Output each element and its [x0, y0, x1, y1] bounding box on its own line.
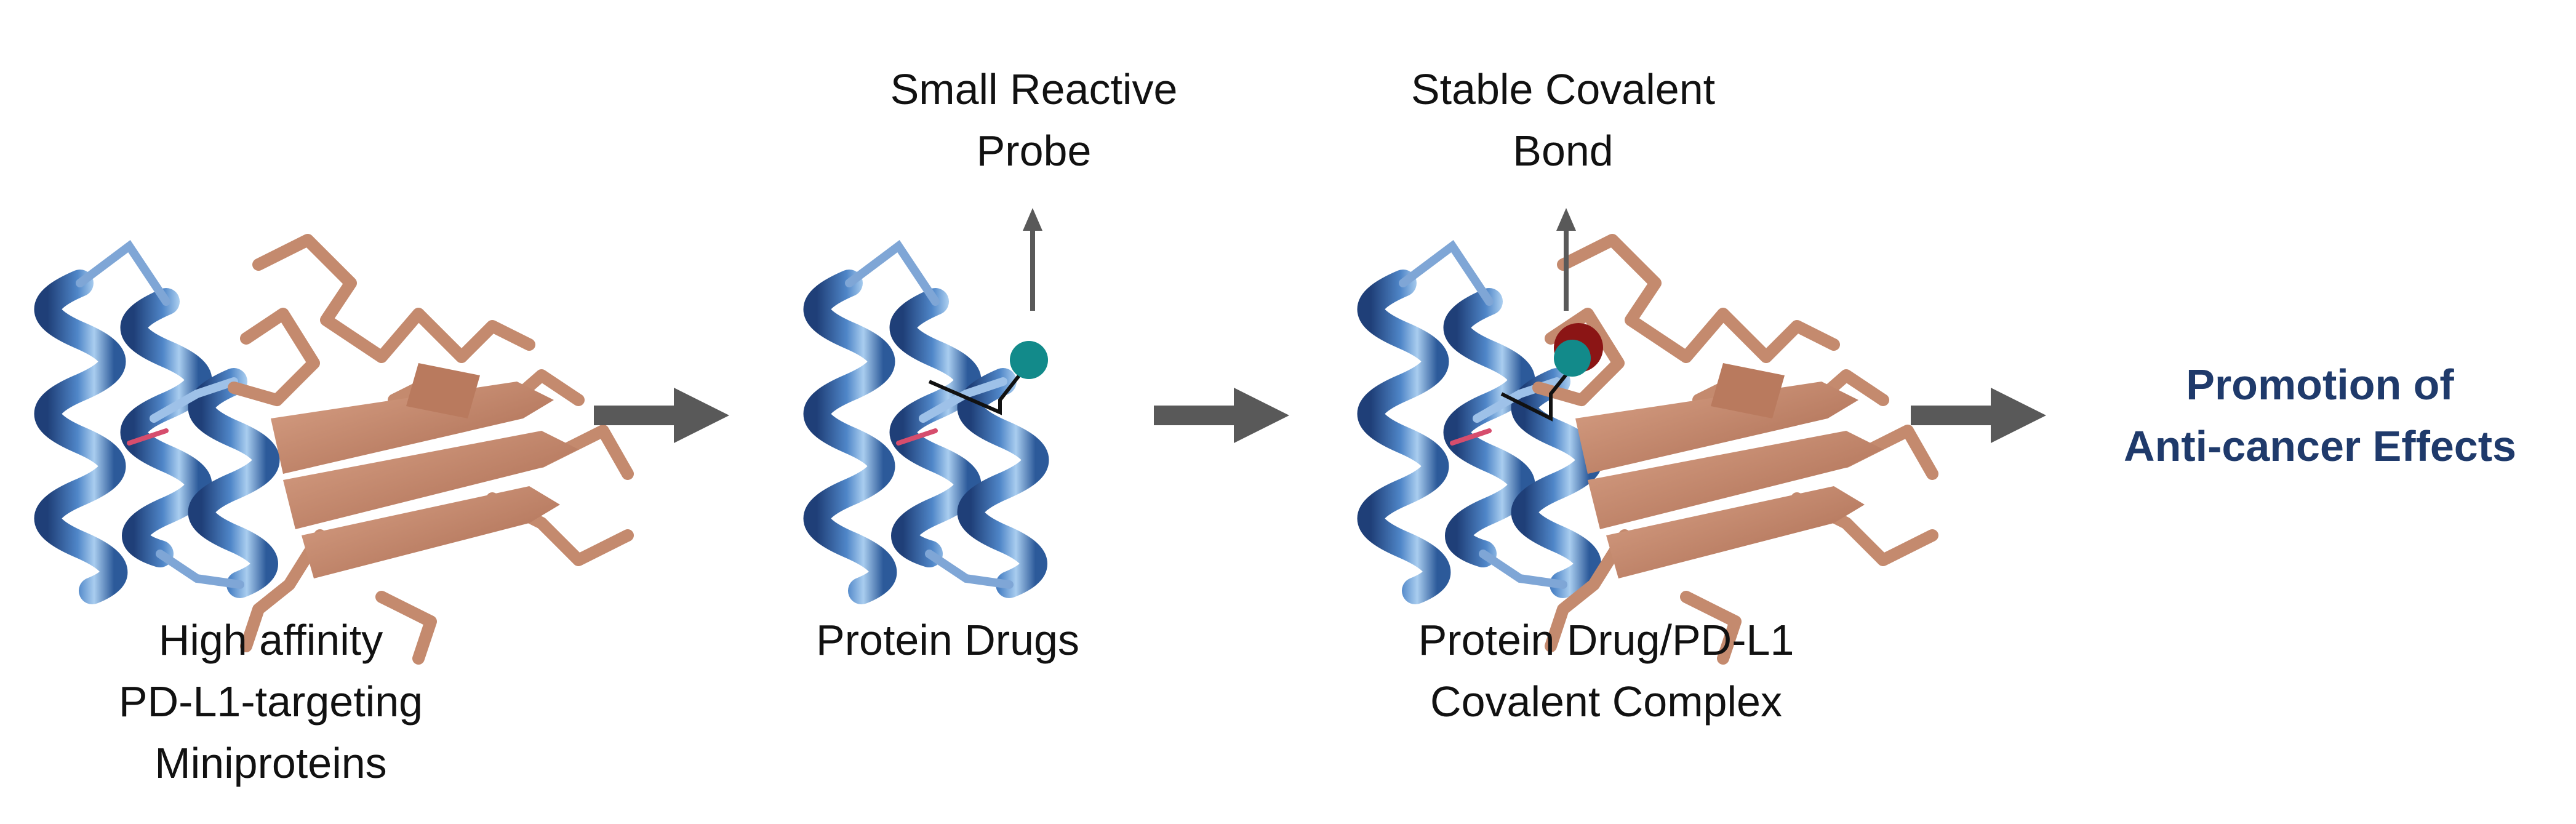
- miniprotein-helix-bundle-icon: [48, 246, 266, 591]
- step3-pdl1-illustration: [1538, 240, 1932, 658]
- miniprotein-helix-bundle-icon: [1371, 246, 1590, 591]
- step2-caption: Protein Drugs: [714, 609, 1182, 671]
- process-arrow-icon: [1154, 388, 1289, 443]
- step1-miniprotein-illustration: [48, 246, 266, 591]
- probe-sphere-icon: [1554, 340, 1591, 377]
- pd-l1-protein-icon: [234, 240, 628, 658]
- step2-callout: Small Reactive Probe: [800, 58, 1268, 182]
- probe-sphere-icon: [1010, 341, 1048, 379]
- step1-pdl1-illustration: [234, 240, 628, 658]
- outcome-text: Promotion of Anti-cancer Effects: [2080, 354, 2560, 477]
- step3-miniprotein-illustration: [1371, 246, 1590, 591]
- step2-protein-drug-illustration: [817, 246, 1036, 591]
- process-arrow-icon: [1911, 388, 2046, 443]
- step3-callout: Stable Covalent Bond: [1329, 58, 1797, 182]
- miniprotein-helix-bundle-icon: [817, 246, 1036, 591]
- process-arrow-icon: [594, 388, 729, 443]
- pd-l1-protein-icon: [1538, 240, 1932, 658]
- probe-callout-arrow: [1023, 208, 1042, 311]
- step3-caption: Protein Drug/PD-L1 Covalent Complex: [1342, 609, 1871, 732]
- step1-caption: High affinity PD-L1-targeting Miniprotei…: [37, 609, 505, 794]
